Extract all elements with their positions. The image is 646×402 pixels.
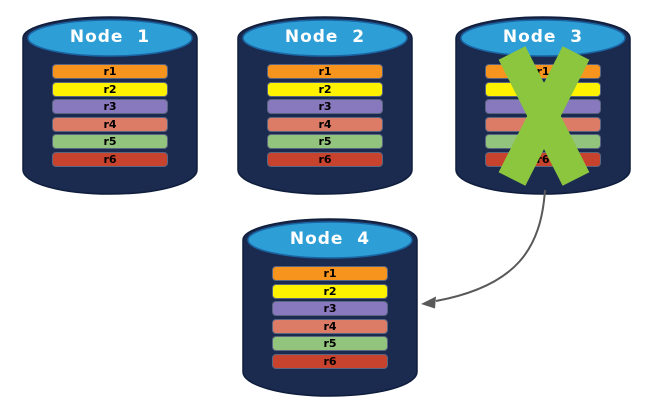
replica-row: r4 bbox=[268, 117, 382, 131]
replica-row: r4 bbox=[53, 117, 167, 131]
failure-x-icon bbox=[498, 46, 590, 186]
node-title: Node 4 bbox=[289, 229, 371, 249]
replica-row: r1 bbox=[53, 65, 167, 78]
node-4: Node 4 r1 r2 r3 r4 r5 r6 bbox=[242, 214, 418, 400]
node-1: Node 1 r1 r2 r3 r4 r5 r6 bbox=[22, 12, 198, 198]
replica-row: r2 bbox=[53, 82, 167, 96]
replica-row: r4 bbox=[273, 319, 387, 333]
replica-row: r3 bbox=[273, 302, 387, 316]
replica-row: r6 bbox=[268, 152, 382, 166]
replica-list: r1 r2 r3 r4 r5 r6 bbox=[268, 65, 382, 171]
replica-list: r1 r2 r3 r4 r5 r6 bbox=[273, 267, 387, 373]
replica-row: r1 bbox=[268, 65, 382, 78]
replica-row: r5 bbox=[53, 135, 167, 149]
replica-row: r3 bbox=[53, 100, 167, 114]
node-title: Node 2 bbox=[284, 27, 366, 47]
node-title: Node 1 bbox=[69, 27, 151, 47]
replica-row: r3 bbox=[268, 100, 382, 114]
replica-row: r6 bbox=[53, 152, 167, 166]
replica-row: r2 bbox=[268, 82, 382, 96]
replica-row: r5 bbox=[273, 337, 387, 351]
replica-list: r1 r2 r3 r4 r5 r6 bbox=[53, 65, 167, 171]
node-3: Node 3 r1 r2 r3 r4 r5 r6 bbox=[455, 12, 631, 198]
replica-row: r6 bbox=[273, 354, 387, 368]
replica-row: r5 bbox=[268, 135, 382, 149]
node-2: Node 2 r1 r2 r3 r4 r5 r6 bbox=[237, 12, 413, 198]
arrowhead-icon bbox=[421, 296, 436, 309]
replica-row: r2 bbox=[273, 284, 387, 298]
replica-row: r1 bbox=[273, 267, 387, 280]
node-title: Node 3 bbox=[502, 27, 584, 47]
